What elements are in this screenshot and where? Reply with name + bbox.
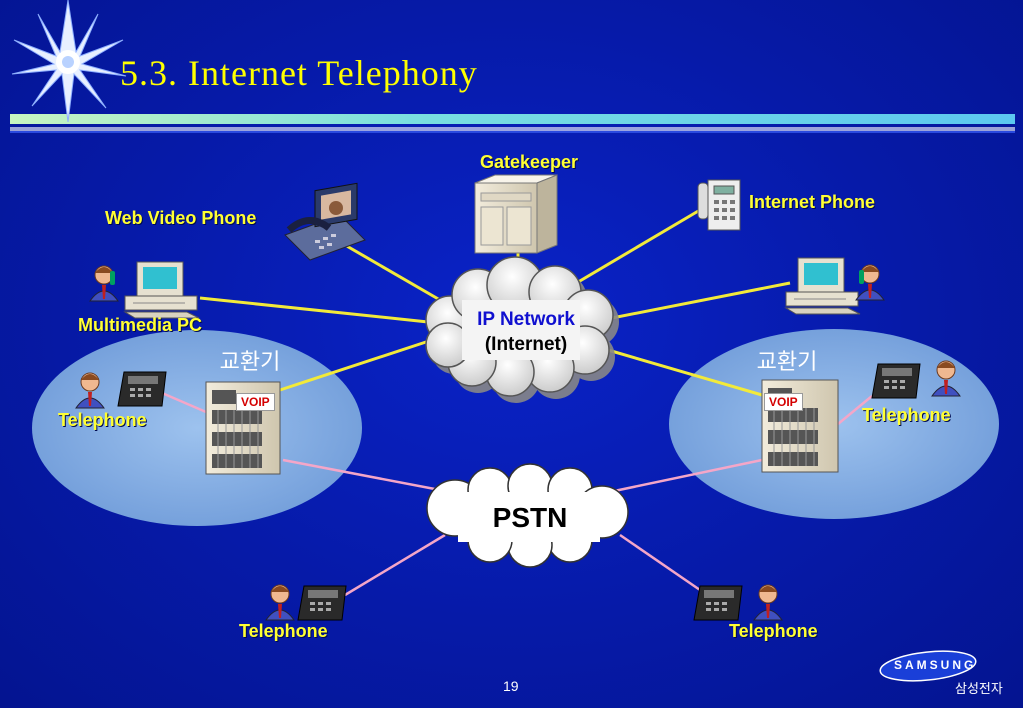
starburst-icon [11, 0, 127, 123]
brand-korean: 삼성전자 [955, 682, 1003, 697]
desk-phone-icon [117, 371, 167, 407]
internet-phone-label: Internet Phone [749, 192, 876, 212]
desk-phone-icon [297, 585, 347, 621]
user-icon [931, 360, 961, 397]
ip-links [199, 208, 791, 397]
header-divider [10, 114, 1015, 133]
left-exchange-area [32, 330, 362, 526]
web-video-phone-label: Web Video Phone [105, 208, 257, 228]
voip-left-label: VOIP [236, 393, 275, 411]
telephone-bottom-right-label: Telephone [729, 621, 818, 641]
desk-phone-icon [693, 585, 743, 621]
user-icon [753, 584, 783, 621]
desk-phone-icon [871, 363, 921, 399]
user-icon [855, 264, 885, 301]
exchange-right-label: 교환기 [756, 350, 818, 375]
user-icon [75, 372, 105, 409]
exchange-left-label: 교환기 [219, 350, 281, 375]
voip-right-label: VOIP [764, 393, 803, 411]
multimedia-pc-icon [123, 261, 200, 319]
user-icon [89, 265, 119, 302]
internet-phone-icon [697, 179, 741, 231]
user-icon [265, 584, 295, 621]
gatekeeper-label: Gatekeeper [479, 152, 579, 172]
page-number: 19 [503, 678, 519, 694]
ip-network-line1: IP Network [477, 309, 575, 330]
pstn-links [161, 391, 873, 597]
pc-icon [784, 257, 861, 315]
ip-network-cloud [425, 256, 619, 403]
multimedia-pc-label: Multimedia PC [78, 315, 203, 335]
ip-network-label: IP Network (Internet) [477, 307, 575, 357]
slide-title: 5.3. Internet Telephony [120, 53, 478, 93]
pstn-cloud [426, 463, 629, 568]
ip-network-line2: (Internet) [484, 334, 568, 355]
telephone-right-label: Telephone [862, 405, 951, 425]
pstn-label: PSTN [492, 502, 568, 533]
gatekeeper-server-icon [474, 174, 558, 254]
brand-name: SAMSUNG [894, 658, 977, 672]
telephone-left-label: Telephone [58, 410, 147, 430]
samsung-logo [879, 650, 977, 682]
telephone-bottom-left-label: Telephone [239, 621, 328, 641]
video-phone-icon [284, 182, 366, 261]
